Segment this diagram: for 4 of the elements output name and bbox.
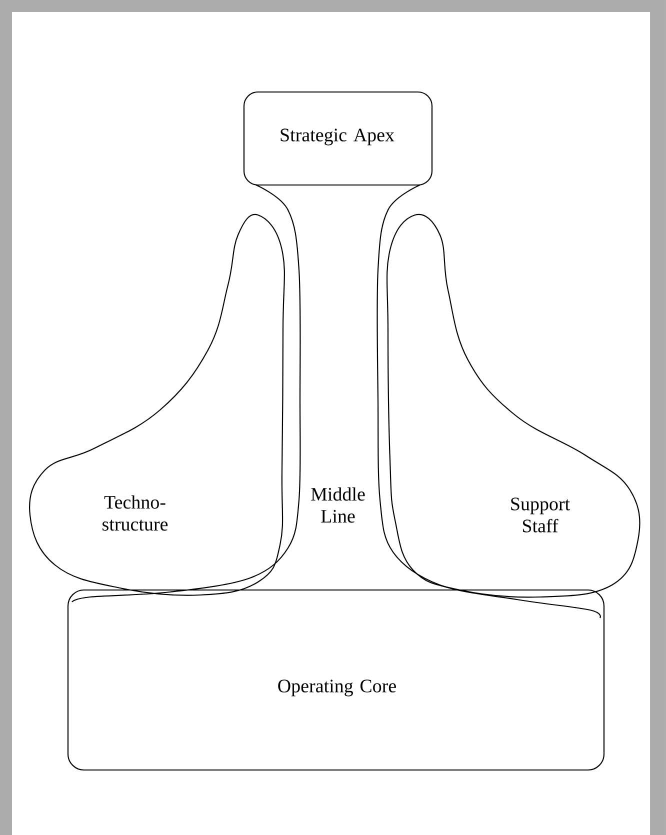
- rounded-region: Techno- structure: [29, 214, 285, 596]
- rounded-box: Operating Core: [67, 589, 605, 771]
- rounded-box: Strategic Apex: [243, 91, 433, 186]
- rounded-region: Support Staff: [386, 214, 640, 598]
